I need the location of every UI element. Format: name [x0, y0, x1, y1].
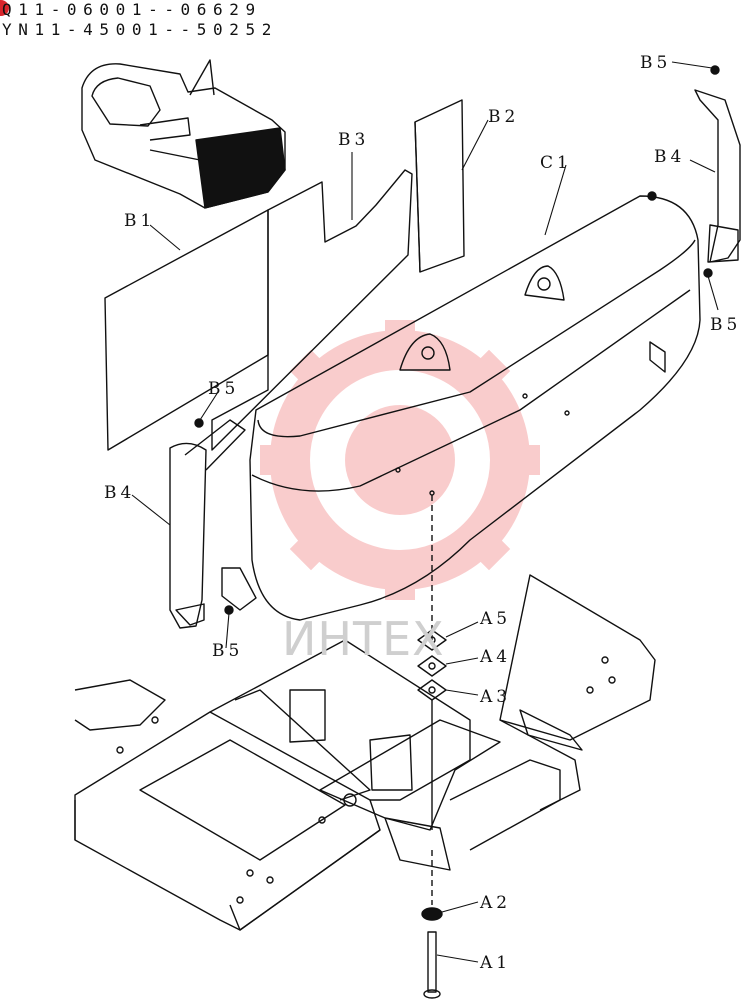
- callout-a3: A3: [479, 687, 511, 707]
- nut-a2: [421, 907, 443, 921]
- callout-b5-top: B5: [640, 53, 671, 73]
- serial-range-1: Q11-06001--06629: [2, 0, 262, 19]
- callout-a2: A2: [479, 893, 511, 913]
- callout-b5-right: B5: [710, 315, 741, 335]
- bracket-b4-right: [694, 89, 741, 263]
- callout-b5-left: B5: [208, 379, 239, 399]
- upper-frame: [74, 574, 656, 931]
- callout-b3: B3: [338, 130, 369, 150]
- panel-b2: [414, 99, 465, 273]
- callout-b4-right: B4: [654, 147, 685, 167]
- watermark-gear-icon: [260, 320, 540, 600]
- counterweight-c1: [221, 191, 701, 621]
- callout-a1: A1: [479, 953, 511, 973]
- watermark-text: ИНТЕХ: [282, 612, 445, 666]
- excavator-reference-icon: [81, 59, 286, 209]
- panel-b3: [211, 169, 413, 451]
- callout-c1: C1: [540, 153, 572, 173]
- bracket-b4-left: [169, 442, 207, 629]
- callout-b1: B1: [124, 211, 155, 231]
- plate-a5: [417, 629, 447, 651]
- bolt-a1: [427, 931, 437, 993]
- serial-range-2: YN11-45001--50252: [2, 20, 278, 39]
- callout-b5-bottom: B5: [212, 641, 243, 661]
- callout-b4-left: B4: [104, 483, 135, 503]
- panel-b1: [104, 209, 269, 451]
- callout-a4: A4: [479, 647, 511, 667]
- marker-dot-icon: [0, 0, 9, 16]
- callout-b2: B2: [488, 107, 519, 127]
- callout-a5: A5: [479, 609, 511, 629]
- plate-a4: [417, 655, 447, 677]
